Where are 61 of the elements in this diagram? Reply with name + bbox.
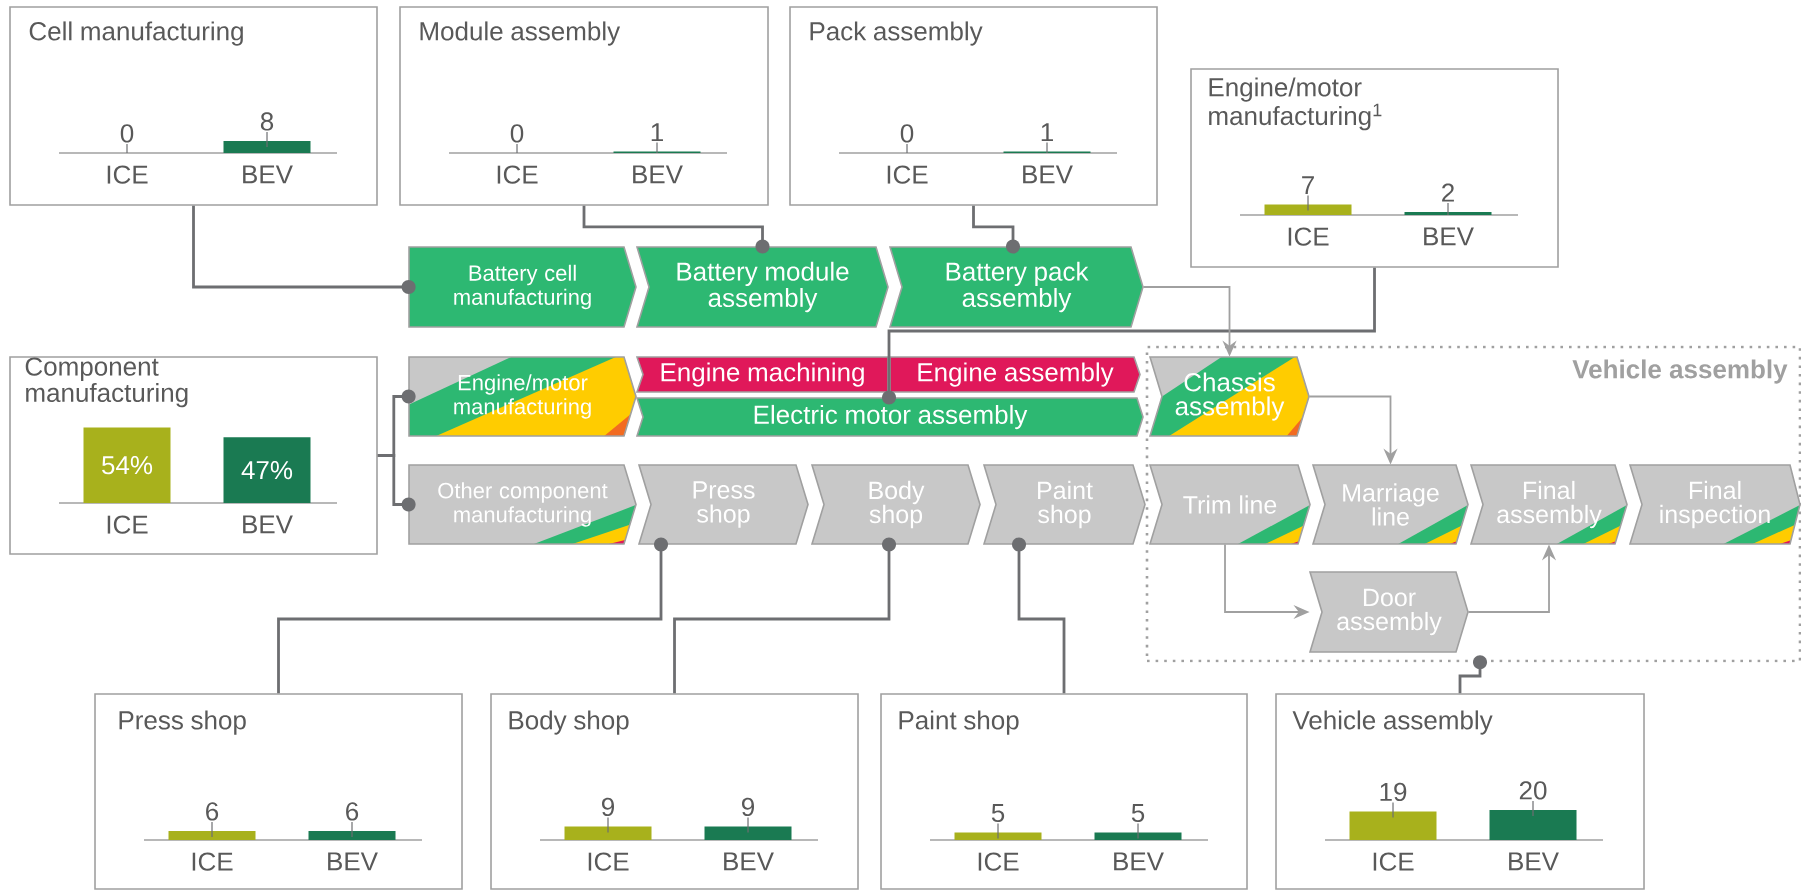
category-label: ICE [1288,227,1329,246]
category-label: ICE [978,852,1019,871]
value-label: 0 [120,124,134,143]
connector [882,267,1376,405]
card-title: Press shop [119,710,246,735]
connector [192,205,416,294]
process-step-box: Electric motor assembly [635,397,1144,437]
category-label: ICE [588,852,629,871]
category-label: BEV [1114,852,1164,871]
process-step-box: Battery pack assembly [888,246,1144,328]
category-label: BEV [243,515,293,534]
category-label: BEV [328,852,378,871]
category-label: ICE [1373,852,1414,871]
category-label: BEV [1424,227,1474,246]
value-label: 6 [206,802,219,821]
value-label: 0 [900,124,914,143]
value-label: 5 [1131,804,1145,823]
value-label: 6 [346,802,359,821]
connector [1012,537,1066,694]
process-step-box: Engine assembly [889,356,1141,393]
connector [377,454,416,512]
category-label: ICE [107,515,148,534]
category-label: BEV [633,165,683,184]
value-label: 54% [102,456,153,475]
value-label: 20 [1519,781,1547,800]
value-label: 47% [241,461,293,480]
process-step-box: Battery cell manufacturing [408,246,637,328]
value-label: 1 [1041,123,1053,142]
value-label: 0 [510,124,524,143]
value-label: 8 [260,112,274,131]
connector [673,537,896,694]
value-label: 9 [742,797,754,817]
card-title: Component manufacturing [25,357,188,408]
card-title: Paint shop [899,710,1019,735]
card-title: Engine/motor manufacturing$^{1}$ [1209,77,1382,131]
card-title: Cell manufacturing [29,21,243,46]
connector [582,205,770,254]
process-step-box: Engine machining [635,356,889,393]
card-title: Pack assembly [810,21,983,46]
card-title: Vehicle assembly [1292,710,1493,735]
card-title: Module assembly [420,21,621,46]
process-step-box: Battery module assembly [635,246,889,328]
category-label: ICE [192,852,233,871]
card-title: Body shop [509,710,629,735]
connector [972,205,1020,254]
category-label: ICE [107,165,148,184]
connector [1458,655,1487,694]
category-label: BEV [1023,165,1073,184]
category-label: BEV [724,852,774,871]
value-label: 1 [651,123,663,142]
value-label: 7 [1302,176,1314,195]
value-label: 19 [1380,782,1407,802]
category-label: BEV [1509,852,1559,871]
value-label: 9 [602,797,614,817]
value-label: 2 [1442,183,1454,202]
group-title: Vehicle assembly [1572,359,1788,384]
category-label: ICE [887,165,928,184]
value-label: 5 [991,804,1005,823]
category-label: ICE [497,165,538,184]
connector [277,537,668,694]
category-label: BEV [243,165,293,184]
